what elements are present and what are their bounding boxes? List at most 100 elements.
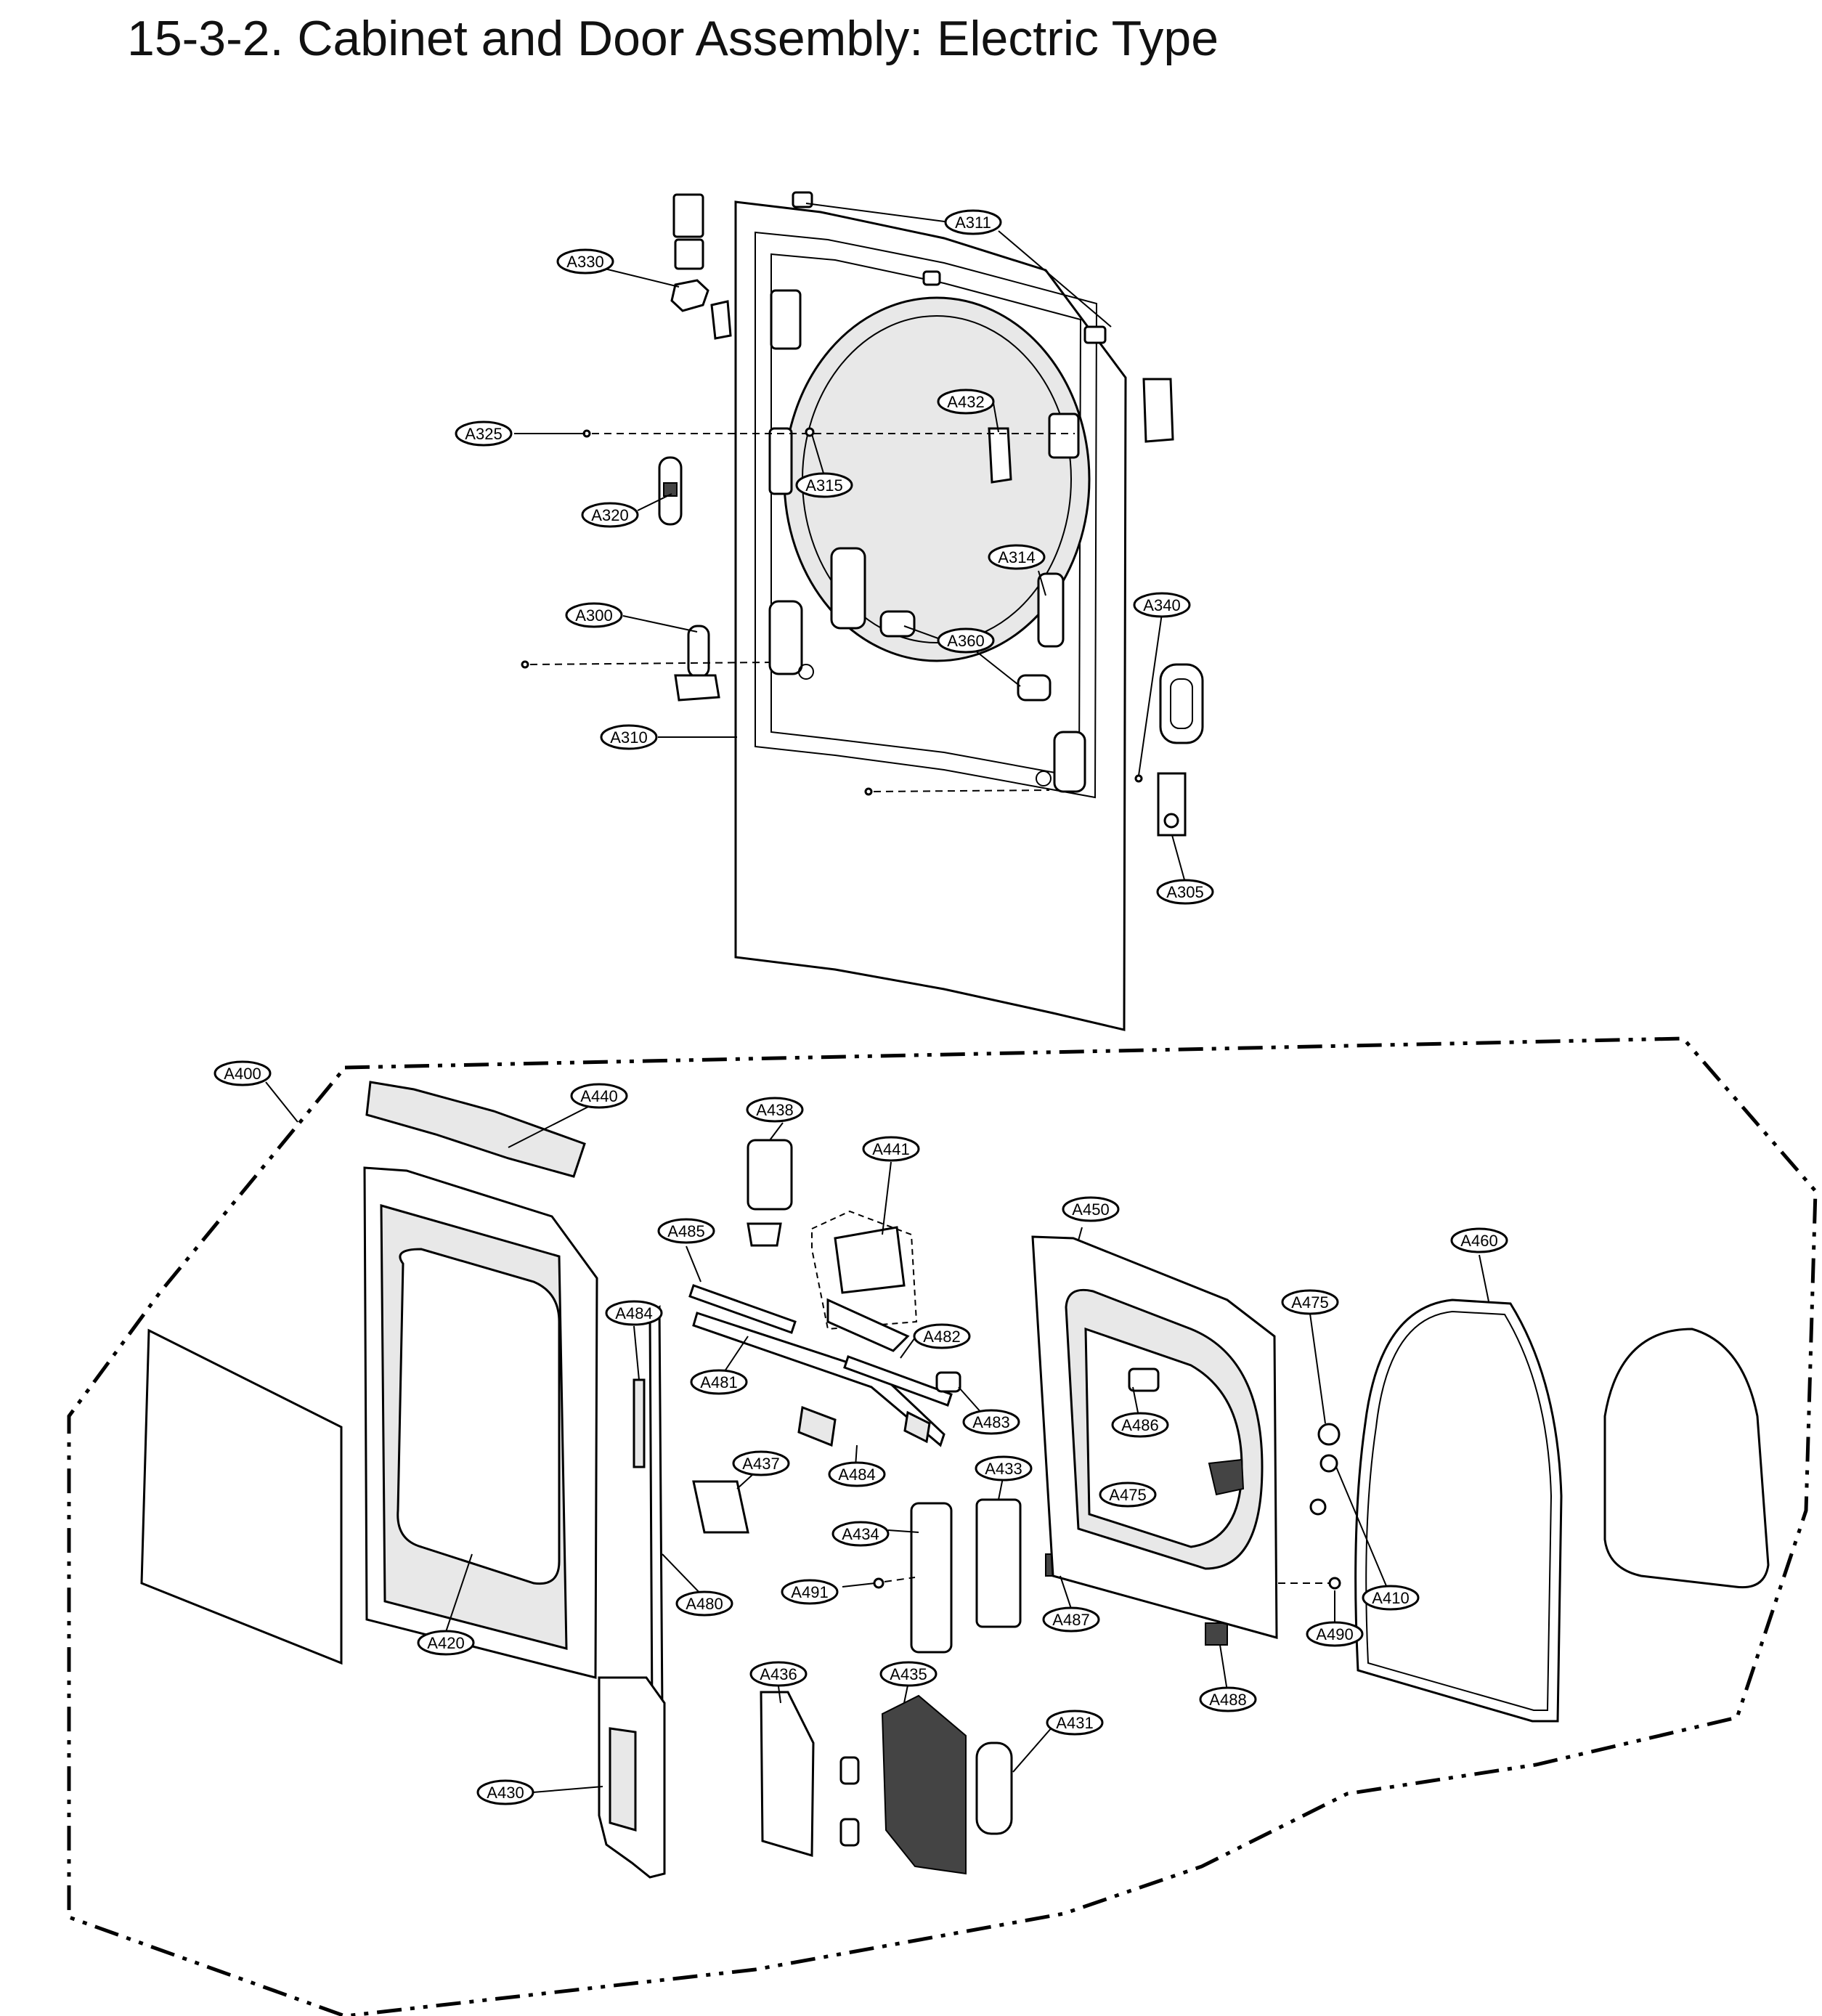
svg-text:A484: A484 [838, 1466, 875, 1484]
svg-text:A320: A320 [591, 506, 628, 524]
svg-text:A488: A488 [1209, 1691, 1246, 1709]
latch-parts-a481-a485 [688, 1284, 961, 1447]
svg-text:A441: A441 [872, 1140, 909, 1158]
hinge-a430 [598, 1676, 666, 1879]
callout-A435: A435 [879, 1661, 938, 1687]
callout-A485: A485 [657, 1218, 715, 1244]
part-a440 [365, 1081, 586, 1178]
svg-text:A433: A433 [985, 1460, 1022, 1478]
door-frame-a420 [363, 1166, 598, 1679]
svg-text:A434: A434 [842, 1525, 879, 1543]
part-a480-rod [648, 1304, 664, 1716]
callout-A480: A480 [675, 1590, 733, 1617]
hinge-a436 [760, 1691, 815, 1857]
svg-text:A400: A400 [224, 1065, 261, 1083]
svg-text:A315: A315 [805, 476, 842, 495]
callout-A484-mid: A484 [828, 1461, 886, 1487]
hinge-a431 [975, 1741, 1013, 1835]
svg-text:A483: A483 [972, 1413, 1009, 1431]
callout-A314: A314 [988, 544, 1046, 570]
svg-text:A314: A314 [998, 548, 1035, 566]
callout-A400: A400 [213, 1060, 272, 1086]
callout-A475-top: A475 [1281, 1289, 1339, 1315]
cabinet-front-panel [734, 200, 1127, 1031]
svg-text:A420: A420 [427, 1634, 464, 1652]
callout-A325: A325 [455, 420, 513, 447]
svg-text:A491: A491 [791, 1583, 828, 1601]
svg-text:A485: A485 [667, 1222, 704, 1240]
svg-text:A410: A410 [1372, 1589, 1409, 1607]
svg-text:A311: A311 [955, 214, 991, 232]
callout-A438: A438 [746, 1097, 804, 1123]
part-a340 [1159, 663, 1204, 744]
callout-A431: A431 [1046, 1710, 1104, 1736]
svg-text:A486: A486 [1121, 1416, 1158, 1434]
callout-A432: A432 [937, 389, 995, 415]
callout-A315: A315 [795, 472, 853, 498]
callout-A482: A482 [913, 1323, 971, 1349]
callout-A440: A440 [570, 1083, 628, 1109]
part-a432 [988, 427, 1012, 484]
hinge-top-left [672, 193, 704, 270]
callout-A433: A433 [975, 1455, 1033, 1481]
svg-text:A432: A432 [947, 393, 984, 411]
callout-A450: A450 [1062, 1196, 1120, 1222]
svg-text:A481: A481 [700, 1373, 737, 1391]
callout-A330: A330 [556, 248, 614, 275]
callout-A310: A310 [600, 724, 658, 750]
door-assembly-boundary [67, 1036, 1818, 2016]
callout-A430: A430 [476, 1779, 534, 1805]
svg-text:A480: A480 [686, 1595, 723, 1613]
svg-text:A450: A450 [1072, 1200, 1109, 1219]
callout-A434: A434 [831, 1521, 890, 1547]
callout-A491: A491 [781, 1579, 839, 1605]
svg-text:A310: A310 [610, 728, 647, 747]
svg-text:A305: A305 [1166, 883, 1203, 901]
part-a437 [692, 1480, 749, 1534]
top-screws [792, 191, 1107, 344]
part-a305 [1157, 772, 1187, 837]
part-a486-a475 [1128, 1367, 1245, 1496]
svg-text:A460: A460 [1460, 1232, 1497, 1250]
part-a330 [670, 279, 732, 340]
callout-A481: A481 [690, 1369, 748, 1395]
hinge-right [1142, 378, 1174, 443]
svg-text:A484: A484 [615, 1304, 652, 1322]
part-a484-left [633, 1378, 646, 1468]
part-a434 [910, 1502, 953, 1654]
svg-text:A487: A487 [1052, 1611, 1089, 1629]
callout-A436: A436 [749, 1661, 808, 1687]
callout-A483: A483 [962, 1409, 1020, 1435]
svg-text:A340: A340 [1143, 596, 1180, 614]
upper-screws-and-dashes [521, 427, 1143, 796]
svg-text:A431: A431 [1056, 1714, 1093, 1732]
svg-text:A325: A325 [465, 425, 502, 443]
callout-A360: A360 [937, 627, 995, 654]
callout-A305: A305 [1156, 879, 1214, 905]
svg-text:A482: A482 [923, 1328, 960, 1346]
callout-A420: A420 [417, 1630, 475, 1656]
page-title: 15-3-2. Cabinet and Door Assembly: Elect… [127, 11, 1219, 66]
svg-text:A436: A436 [760, 1665, 797, 1683]
part-a438 [747, 1139, 793, 1247]
part-a441 [811, 1210, 918, 1352]
callout-labels: A311 A330 A432 A325 A315 A320 A314 A340 … [213, 209, 1508, 1805]
callout-A437: A437 [732, 1450, 790, 1476]
svg-text:A435: A435 [890, 1665, 927, 1683]
door-glass-panel [140, 1328, 343, 1665]
svg-text:A430: A430 [487, 1784, 524, 1802]
inner-glass [1603, 1328, 1770, 1589]
callout-A410: A410 [1362, 1585, 1420, 1611]
callout-A300: A300 [565, 602, 623, 628]
callout-A475-mid: A475 [1099, 1481, 1157, 1508]
callout-A487: A487 [1042, 1606, 1100, 1633]
part-a475-a410-small [1309, 1423, 1341, 1516]
callout-A311: A311 [944, 209, 1002, 235]
svg-text:A437: A437 [742, 1455, 779, 1473]
callout-A441: A441 [862, 1136, 920, 1162]
svg-text:A475: A475 [1291, 1293, 1328, 1312]
svg-text:A438: A438 [756, 1101, 793, 1119]
callout-A490: A490 [1306, 1621, 1364, 1647]
svg-text:A475: A475 [1109, 1486, 1146, 1504]
